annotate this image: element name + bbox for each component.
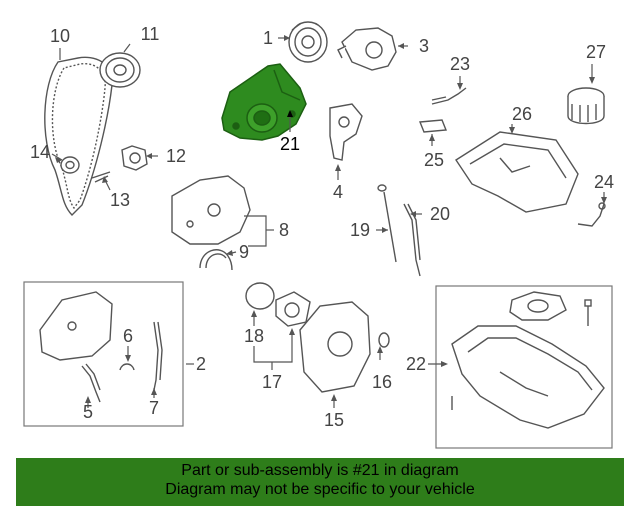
callout-12: 12 bbox=[166, 146, 186, 166]
bolt-22 bbox=[584, 299, 592, 326]
seal-16 bbox=[378, 332, 390, 348]
callout-23: 23 bbox=[450, 54, 470, 74]
oil-pan-26 bbox=[455, 131, 579, 213]
callout-22: 22 bbox=[406, 354, 426, 374]
water-pump-3 bbox=[337, 27, 397, 71]
callout-8: 8 bbox=[279, 220, 289, 240]
pulley-1 bbox=[288, 21, 328, 63]
rear-plate-15 bbox=[299, 301, 371, 393]
part-6 bbox=[119, 363, 135, 371]
callout-2: 2 bbox=[196, 354, 206, 374]
callout-10: 10 bbox=[50, 26, 70, 46]
pipe-24 bbox=[577, 202, 606, 227]
callout-21: 21 bbox=[280, 134, 300, 154]
callout-4: 4 bbox=[333, 182, 343, 202]
timing-belt-illustration bbox=[44, 56, 113, 216]
bracket-4 bbox=[329, 103, 363, 161]
tensioner-12 bbox=[121, 145, 148, 171]
dipstick-19-20 bbox=[377, 184, 421, 277]
seal-housing-17 bbox=[275, 291, 311, 327]
banner-line-1: Part or sub-assembly is #21 in diagram bbox=[181, 462, 459, 479]
callout-19: 19 bbox=[350, 220, 370, 240]
gasket-plate-22 bbox=[509, 291, 567, 321]
callout-24: 24 bbox=[594, 172, 614, 192]
fitment-note-banner: Part or sub-assembly is #21 in diagram D… bbox=[16, 458, 624, 506]
callout-18: 18 bbox=[244, 326, 264, 346]
callout-labels: 1 2 3 4 5 6 7 8 9 10 11 12 13 14 15 16 1… bbox=[30, 24, 614, 430]
oil-pump-21-highlighted bbox=[221, 63, 307, 141]
cover-lower-left bbox=[39, 291, 113, 361]
sub-assembly-box-22 bbox=[435, 285, 613, 449]
callout-7: 7 bbox=[149, 398, 159, 418]
callout-17: 17 bbox=[262, 372, 282, 392]
part-5 bbox=[81, 363, 101, 403]
callout-11: 11 bbox=[141, 24, 160, 44]
callout-27: 27 bbox=[586, 42, 606, 62]
timing-cover-8 bbox=[171, 175, 251, 245]
callout-14: 14 bbox=[30, 142, 50, 162]
callout-26: 26 bbox=[512, 104, 532, 124]
seal-18 bbox=[245, 282, 275, 310]
crank-sprocket-11 bbox=[99, 52, 141, 88]
oil-pan-22 bbox=[451, 325, 605, 429]
callout-9: 9 bbox=[239, 242, 249, 262]
callout-13: 13 bbox=[110, 190, 130, 210]
idler-pulley-14 bbox=[60, 156, 80, 174]
leader-arrowheads bbox=[55, 35, 607, 403]
callout-5: 5 bbox=[83, 402, 93, 422]
callout-20: 20 bbox=[430, 204, 450, 224]
banner-line-2: Diagram may not be specific to your vehi… bbox=[165, 481, 475, 498]
callout-16: 16 bbox=[372, 372, 392, 392]
callout-6: 6 bbox=[123, 326, 133, 346]
baffle-25 bbox=[419, 119, 447, 133]
gasket-9 bbox=[199, 249, 233, 271]
callout-15: 15 bbox=[324, 410, 344, 430]
bolt-13 bbox=[91, 171, 111, 183]
callout-3: 3 bbox=[419, 36, 429, 56]
callout-1: 1 bbox=[263, 28, 273, 48]
callout-25: 25 bbox=[424, 150, 444, 170]
gasket-23 bbox=[431, 87, 467, 105]
sub-assembly-box-2 bbox=[23, 281, 184, 427]
part-7 bbox=[153, 321, 163, 391]
oil-filter-27 bbox=[567, 87, 605, 125]
